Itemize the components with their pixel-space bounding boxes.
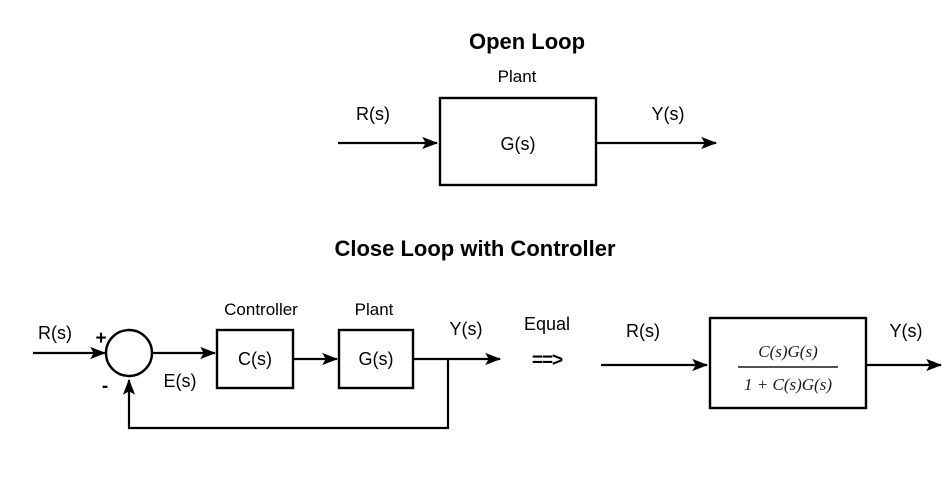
closed-loop-plant-box-text: G(s) — [359, 349, 394, 369]
summing-junction-minus-sign: - — [102, 376, 108, 397]
closed-loop-output-label: Y(s) — [450, 319, 483, 339]
closed-loop-title: Close Loop with Controller — [334, 236, 616, 261]
transfer-function-numerator: C(s)G(s) — [758, 342, 818, 361]
equivalent-output-label: Y(s) — [890, 321, 923, 341]
open-loop-section: Open Loop Plant R(s) G(s) Y(s) — [338, 29, 718, 187]
open-loop-output-label: Y(s) — [652, 104, 685, 124]
controller-label: Controller — [224, 300, 298, 319]
transfer-function-denominator: 1 + C(s)G(s) — [744, 375, 832, 394]
equal-arrow-icon: ==> — [532, 350, 563, 371]
feedback-path-wire — [122, 359, 450, 430]
equivalence-annotation: Equal ==> — [524, 314, 570, 371]
equivalent-block-section: R(s) C(s)G(s) 1 + C(s)G(s) Y(s) — [601, 316, 943, 410]
equivalent-input-label: R(s) — [626, 321, 660, 341]
closed-loop-section: Close Loop with Controller R(s) + - E(s)… — [33, 236, 616, 430]
open-loop-plant-box-text: G(s) — [501, 134, 536, 154]
closed-loop-input-label: R(s) — [38, 323, 72, 343]
controller-box — [215, 328, 295, 390]
controller-box-text: C(s) — [238, 349, 272, 369]
open-loop-input-label: R(s) — [356, 104, 390, 124]
closed-loop-plant-box — [337, 328, 415, 390]
closed-loop-plant-label: Plant — [355, 300, 394, 319]
equal-label: Equal — [524, 314, 570, 334]
error-signal-label: E(s) — [164, 371, 197, 391]
equivalent-transfer-function-box — [708, 316, 868, 410]
open-loop-title: Open Loop — [469, 29, 585, 54]
open-loop-plant-box — [438, 96, 598, 187]
summing-junction — [104, 328, 154, 378]
open-loop-plant-label: Plant — [498, 67, 537, 86]
summing-junction-plus-sign: + — [95, 328, 106, 349]
